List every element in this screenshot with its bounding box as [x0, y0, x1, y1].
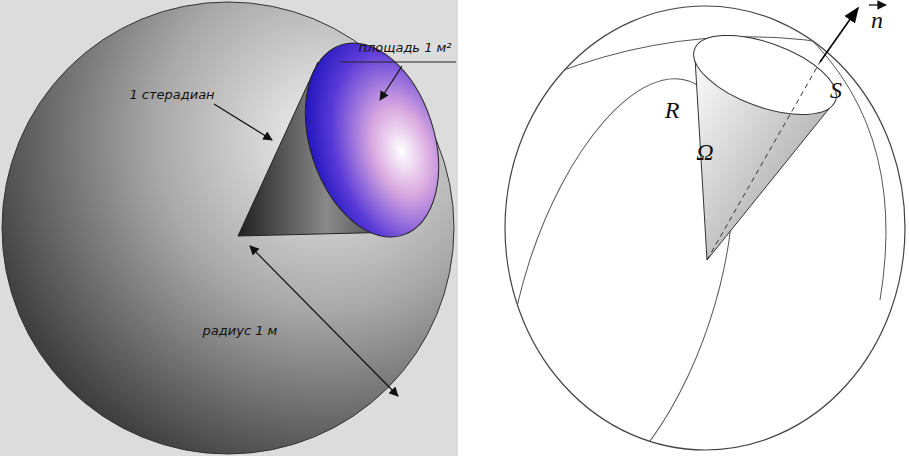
- radius-symbol: R: [665, 97, 680, 124]
- area-symbol: S: [830, 77, 842, 104]
- area-cap: [684, 19, 847, 130]
- normal-vector: [820, 8, 858, 62]
- unit-area-cap: [282, 26, 462, 255]
- angle-label: 1 стерадиан: [129, 87, 214, 102]
- solid-angle-symbol: Ω: [696, 139, 713, 166]
- vector-sign: [869, 4, 886, 5]
- leader-line: [340, 62, 456, 63]
- normal-symbol: n: [871, 7, 883, 34]
- leader-arrow: [380, 66, 402, 100]
- radius-arrow: [250, 246, 398, 396]
- leader-arrow: [214, 104, 272, 140]
- radius-label: радиус 1 м: [203, 323, 278, 338]
- sphere-outline: [505, 6, 905, 450]
- axis-dashed: [707, 62, 820, 260]
- area-label: площадь 1 м²: [358, 40, 451, 55]
